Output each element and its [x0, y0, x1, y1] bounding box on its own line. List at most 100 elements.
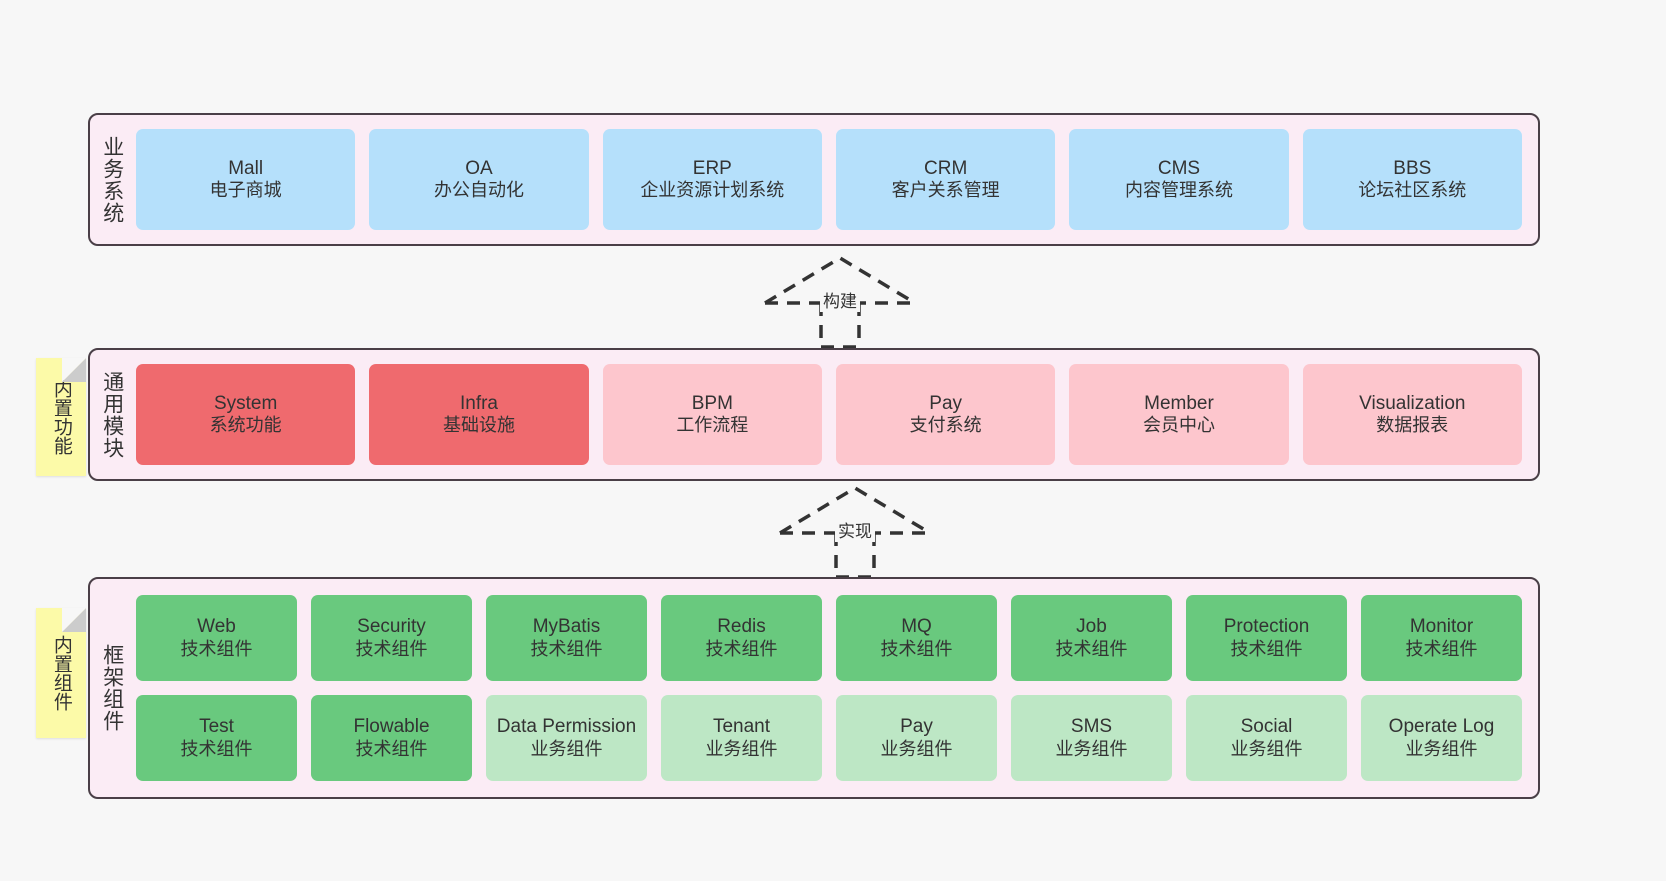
business-systems-card-row: Mall 电子商城 OA 办公自动化 ERP 企业资源计划系统 CRM 客户关系…: [134, 115, 1538, 244]
common-modules-card-row: System 系统功能 Infra 基础设施 BPM 工作流程 Pay 支付系统…: [134, 350, 1538, 479]
card-mall[interactable]: Mall 电子商城: [136, 129, 356, 230]
sticky-note-label: 内置功能: [50, 379, 72, 455]
card-title-en: Infra: [459, 392, 498, 414]
card-security[interactable]: Security 技术组件: [311, 595, 472, 681]
card-title-cn: 业务组件: [1055, 738, 1128, 759]
card-title-cn: 技术组件: [355, 738, 428, 759]
card-title-cn: 论坛社区系统: [1358, 180, 1467, 201]
card-title-en: Test: [199, 716, 234, 738]
card-title-cn: 客户关系管理: [891, 180, 1000, 201]
card-operate-log[interactable]: Operate Log 业务组件: [1361, 695, 1522, 781]
card-web[interactable]: Web 技术组件: [136, 595, 297, 681]
card-title-cn: 业务组件: [1230, 738, 1303, 759]
connector-realize: 实现: [770, 483, 940, 579]
card-title-cn: 会员中心: [1142, 415, 1215, 436]
layer-common-modules: 通用模块 System 系统功能 Infra 基础设施 BPM 工作流程 Pay…: [88, 348, 1540, 481]
card-title-en: Member: [1144, 392, 1214, 414]
card-title-cn: 技术组件: [880, 638, 953, 659]
card-title-cn: 技术组件: [530, 638, 603, 659]
framework-row-technical: Web 技术组件 Security 技术组件 MyBatis 技术组件 Redi…: [136, 595, 1522, 681]
card-flowable[interactable]: Flowable 技术组件: [311, 695, 472, 781]
card-infra[interactable]: Infra 基础设施: [369, 364, 589, 465]
layer-framework-components: 框架组件 Web 技术组件 Security 技术组件 MyBatis 技术组件…: [88, 577, 1540, 799]
card-title-en: MQ: [901, 616, 932, 638]
card-mybatis[interactable]: MyBatis 技术组件: [486, 595, 647, 681]
card-title-cn: 工作流程: [676, 415, 749, 436]
layer-business-systems: 业务系统 Mall 电子商城 OA 办公自动化 ERP 企业资源计划系统 CRM…: [88, 113, 1540, 246]
connector-label-build: 构建: [820, 287, 860, 312]
card-mq[interactable]: MQ 技术组件: [836, 595, 997, 681]
card-title-en: SMS: [1070, 716, 1113, 738]
card-visualization[interactable]: Visualization 数据报表: [1302, 364, 1522, 465]
card-title-cn: 技术组件: [180, 738, 253, 759]
card-title-en: Monitor: [1409, 616, 1474, 638]
card-title-cn: 业务组件: [880, 738, 953, 759]
card-title-en: CRM: [924, 157, 968, 179]
card-cms[interactable]: CMS 内容管理系统: [1069, 129, 1289, 230]
layer-title-common-modules: 通用模块: [100, 370, 124, 459]
card-title-en: BBS: [1393, 157, 1432, 179]
card-title-en: Web: [197, 616, 236, 638]
card-title-cn: 业务组件: [1405, 738, 1478, 759]
card-title-en: BPM: [691, 392, 733, 414]
card-data-permission[interactable]: Data Permission 业务组件: [486, 695, 647, 781]
card-title-cn: 技术组件: [1230, 638, 1303, 659]
card-title-cn: 基础设施: [442, 415, 515, 436]
card-title-en: Flowable: [353, 716, 430, 738]
card-title-en: Redis: [717, 616, 766, 638]
framework-row-business: Test 技术组件 Flowable 技术组件 Data Permission …: [136, 695, 1522, 781]
arrow-head-path: [779, 485, 931, 535]
card-title-en: MyBatis: [532, 616, 601, 638]
card-title-cn: 电子商城: [209, 180, 282, 201]
card-title-cn: 内容管理系统: [1124, 180, 1233, 201]
card-tenant[interactable]: Tenant 业务组件: [661, 695, 822, 781]
card-crm[interactable]: CRM 客户关系管理: [835, 129, 1056, 230]
card-title-en: ERP: [692, 157, 732, 179]
card-social[interactable]: Social 业务组件: [1186, 695, 1347, 781]
card-title-cn: 业务组件: [530, 738, 603, 759]
sticky-note-label: 内置组件: [50, 635, 72, 711]
card-title-en: Pay: [929, 392, 963, 414]
layer-title-business-systems: 业务系统: [100, 135, 124, 224]
sticky-fold-icon: [62, 358, 86, 382]
card-title-cn: 支付系统: [909, 415, 982, 436]
framework-components-grid: Web 技术组件 Security 技术组件 MyBatis 技术组件 Redi…: [134, 579, 1538, 797]
card-pay-business[interactable]: Pay 业务组件: [836, 695, 997, 781]
card-title-cn: 技术组件: [705, 638, 778, 659]
card-title-cn: 技术组件: [180, 638, 253, 659]
card-title-cn: 技术组件: [1405, 638, 1478, 659]
card-redis[interactable]: Redis 技术组件: [661, 595, 822, 681]
card-title-en: Operate Log: [1388, 716, 1495, 738]
card-sms[interactable]: SMS 业务组件: [1011, 695, 1172, 781]
card-monitor[interactable]: Monitor 技术组件: [1361, 595, 1522, 681]
card-title-en: Protection: [1223, 616, 1310, 638]
card-title-cn: 数据报表: [1376, 415, 1449, 436]
card-oa[interactable]: OA 办公自动化: [369, 129, 589, 230]
card-pay[interactable]: Pay 支付系统: [835, 364, 1056, 465]
card-title-en: System: [213, 392, 278, 414]
card-title-cn: 技术组件: [355, 638, 428, 659]
card-title-en: Pay: [900, 716, 933, 738]
card-member[interactable]: Member 会员中心: [1069, 364, 1289, 465]
card-title-en: Security: [357, 616, 426, 638]
card-bpm[interactable]: BPM 工作流程: [602, 364, 822, 465]
sticky-note-common-features: 内置功能: [36, 358, 86, 476]
card-title-en: Data Permission: [496, 716, 637, 738]
card-title-cn: 系统功能: [209, 415, 282, 436]
connector-label-realize: 实现: [835, 517, 875, 542]
card-system[interactable]: System 系统功能: [136, 364, 356, 465]
card-title-cn: 业务组件: [705, 738, 778, 759]
card-erp[interactable]: ERP 企业资源计划系统: [602, 129, 822, 230]
card-protection[interactable]: Protection 技术组件: [1186, 595, 1347, 681]
arrow-head-path: [764, 255, 916, 305]
card-job[interactable]: Job 技术组件: [1011, 595, 1172, 681]
card-test[interactable]: Test 技术组件: [136, 695, 297, 781]
card-title-en: Mall: [228, 157, 264, 179]
card-title-en: OA: [465, 157, 493, 179]
card-bbs[interactable]: BBS 论坛社区系统: [1302, 129, 1522, 230]
sticky-fold-icon: [62, 608, 86, 632]
card-title-cn: 办公自动化: [433, 180, 524, 201]
card-title-en: CMS: [1157, 157, 1201, 179]
card-title-en: Social: [1240, 716, 1293, 738]
card-title-en: Visualization: [1359, 392, 1466, 414]
